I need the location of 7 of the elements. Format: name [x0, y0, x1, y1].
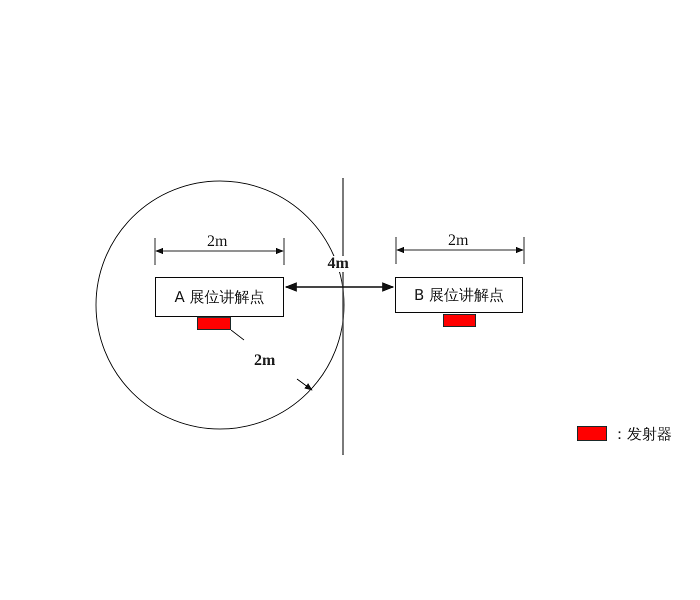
booth-label: A 展位讲解点	[174, 288, 265, 306]
double-arrow	[284, 282, 394, 292]
edge-label: 4m	[326, 256, 351, 272]
booth-label: B 展位讲解点	[414, 286, 504, 304]
booth-box	[155, 277, 284, 317]
legend-label: ：发射器	[612, 425, 672, 444]
booth-box	[395, 277, 523, 313]
